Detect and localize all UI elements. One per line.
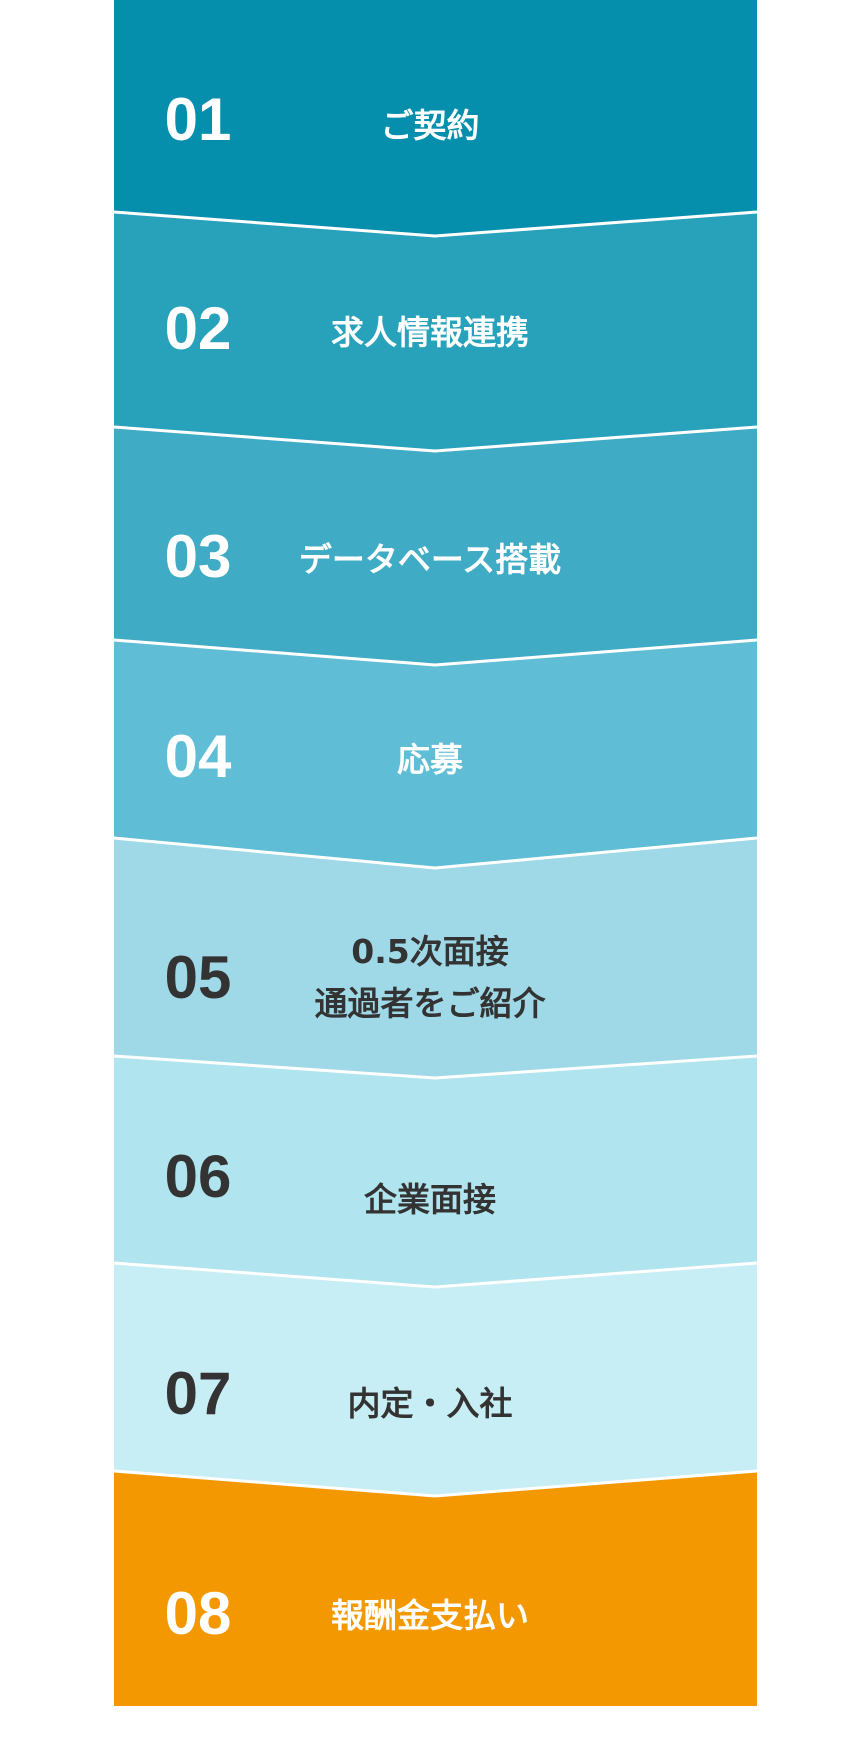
chevron-divider xyxy=(113,1261,758,1289)
step-number: 04 xyxy=(164,723,232,790)
step-06-block xyxy=(114,1056,757,1287)
step-number: 02 xyxy=(164,295,232,362)
step-label: 報酬金支払い xyxy=(331,1596,529,1635)
step-number: 06 xyxy=(164,1143,232,1210)
step-label: データベース搭載 xyxy=(298,540,562,579)
step-label: 内定・入社 xyxy=(347,1384,513,1423)
step-label: 求人情報連携 xyxy=(331,313,529,352)
step-number: 01 xyxy=(164,86,232,153)
step-label: 0.5次面接 通過者をご紹介 xyxy=(314,932,546,1023)
step-label: 応募 xyxy=(397,740,463,779)
step-label: ご契約 xyxy=(380,106,480,145)
step-07-block xyxy=(114,1263,757,1496)
step-05-block xyxy=(114,838,757,1078)
step-08-block xyxy=(114,1471,757,1706)
chevron-divider xyxy=(113,425,758,453)
step-02-block xyxy=(114,212,757,451)
chevron-divider xyxy=(113,1054,758,1080)
step-number: 08 xyxy=(164,1580,232,1647)
step-number: 03 xyxy=(164,523,232,590)
step-number: 07 xyxy=(164,1360,232,1427)
step-number: 05 xyxy=(164,944,232,1011)
chevron-divider xyxy=(113,836,758,870)
chevron-divider xyxy=(113,638,758,667)
step-01-block xyxy=(114,0,757,236)
step-04-block xyxy=(114,640,757,868)
chevron-divider xyxy=(113,210,758,238)
step-label: 企業面接 xyxy=(364,1180,496,1219)
step-03-block xyxy=(114,427,757,665)
chevron-divider xyxy=(113,1469,758,1498)
